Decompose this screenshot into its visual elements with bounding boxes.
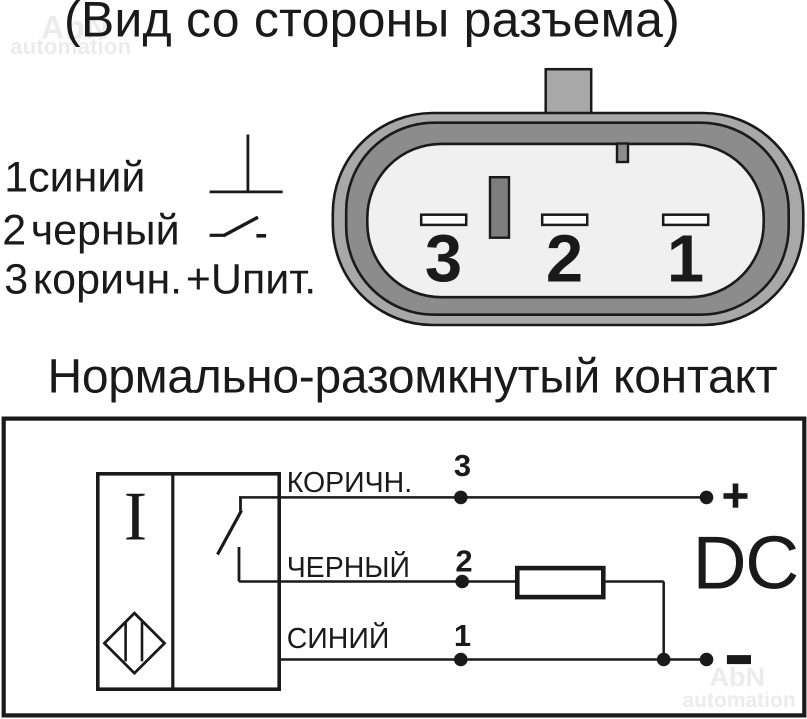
svg-text:1: 1 (454, 618, 471, 653)
svg-text:3: 3 (454, 448, 471, 483)
svg-text:КОРИЧН.: КОРИЧН. (287, 467, 412, 499)
svg-text:ЧЕРНЫЙ: ЧЕРНЫЙ (287, 552, 410, 584)
svg-text:Нормально-разомкнутый контакт: Нормально-разомкнутый контакт (48, 351, 778, 404)
svg-text:3: 3 (425, 221, 462, 296)
svg-text:(Вид со стороны разъема): (Вид со стороны разъема) (64, 0, 680, 48)
svg-text:1: 1 (667, 221, 704, 296)
svg-text:1синий: 1синий (4, 154, 145, 202)
svg-text:3: 3 (4, 256, 28, 304)
svg-text:+Uпит.: +Uпит. (186, 256, 316, 304)
svg-text:AbN: AbN (710, 662, 766, 692)
svg-text:коричн.: коричн. (33, 256, 182, 304)
svg-text:AbN: AbN (41, 10, 110, 46)
svg-text:2: 2 (2, 207, 26, 255)
svg-text:2: 2 (546, 221, 583, 296)
svg-text:automation: automation (683, 689, 796, 712)
svg-text:СИНИЙ: СИНИЙ (287, 623, 390, 655)
svg-text:черный: черный (31, 207, 180, 255)
svg-text:automation: automation (10, 34, 131, 59)
svg-text:I: I (124, 479, 147, 556)
svg-text:2: 2 (455, 544, 472, 579)
svg-text:DC: DC (693, 520, 798, 604)
